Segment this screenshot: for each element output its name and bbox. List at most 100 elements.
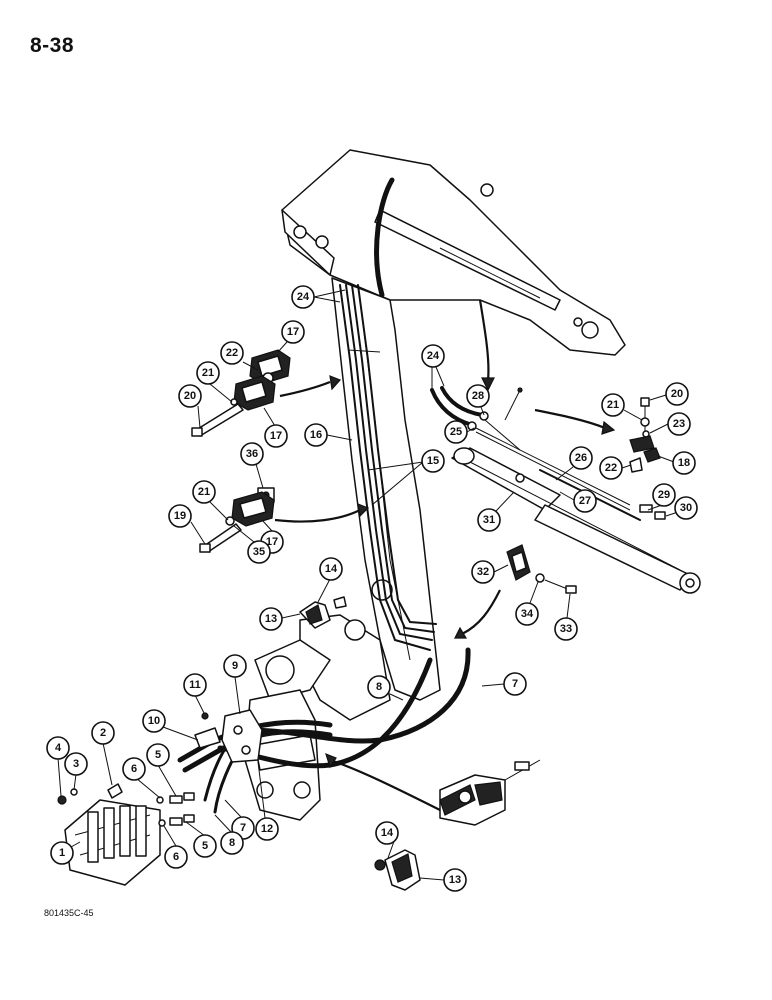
svg-text:7: 7 <box>512 678 518 690</box>
svg-text:5: 5 <box>155 749 161 761</box>
callout-32: 32 <box>471 560 495 584</box>
svg-text:30: 30 <box>680 502 692 514</box>
svg-text:21: 21 <box>607 399 619 411</box>
svg-text:13: 13 <box>449 874 461 886</box>
callout-20-right: 20 <box>665 382 689 406</box>
svg-text:21: 21 <box>198 486 210 498</box>
svg-text:5: 5 <box>202 840 208 852</box>
clamp-set-middle <box>199 487 370 553</box>
callout-17-top: 17 <box>281 320 305 344</box>
svg-text:14: 14 <box>325 563 338 575</box>
svg-text:34: 34 <box>521 608 534 620</box>
callout-21-right: 21 <box>601 393 625 417</box>
boom-cylinder <box>451 419 701 594</box>
callout-16: 16 <box>304 423 328 447</box>
callout-19: 19 <box>168 504 192 528</box>
callout-14-upper: 14 <box>319 557 343 581</box>
callout-4: 4 <box>46 736 70 760</box>
svg-text:20: 20 <box>184 390 196 402</box>
svg-text:28: 28 <box>472 390 484 402</box>
svg-text:6: 6 <box>131 763 137 775</box>
callout-3: 3 <box>64 752 88 776</box>
svg-text:22: 22 <box>226 347 238 359</box>
callout-14-lower: 14 <box>375 821 399 845</box>
svg-text:12: 12 <box>261 823 273 835</box>
callout-20-left: 20 <box>178 384 202 408</box>
callout-21-mid: 21 <box>192 480 216 504</box>
manifold-block <box>194 709 263 763</box>
callout-15: 15 <box>421 449 445 473</box>
svg-text:8: 8 <box>229 837 235 849</box>
callout-29: 29 <box>652 483 676 507</box>
callout-7-right: 7 <box>503 672 527 696</box>
callout-13-upper: 13 <box>259 607 283 631</box>
callout-11: 11 <box>183 673 207 697</box>
svg-text:21: 21 <box>202 367 214 379</box>
callout-17-mid: 17 <box>264 424 288 448</box>
callout-23: 23 <box>667 412 691 436</box>
page-number: 8-38 <box>30 34 75 57</box>
callout-31: 31 <box>477 508 501 532</box>
svg-text:4: 4 <box>55 742 62 754</box>
right-hoses-24 <box>430 299 666 520</box>
svg-text:36: 36 <box>246 448 258 460</box>
svg-text:11: 11 <box>189 679 201 691</box>
svg-text:33: 33 <box>560 623 572 635</box>
svg-text:17: 17 <box>270 430 282 442</box>
svg-text:19: 19 <box>174 510 186 522</box>
svg-text:8: 8 <box>376 681 382 693</box>
svg-text:6: 6 <box>173 851 179 863</box>
svg-text:23: 23 <box>673 418 685 430</box>
svg-text:3: 3 <box>73 758 79 770</box>
svg-text:20: 20 <box>671 388 683 400</box>
svg-text:9: 9 <box>232 660 238 672</box>
svg-text:1: 1 <box>59 847 65 859</box>
clamp-set-upper <box>191 349 342 437</box>
callout-6-lower: 6 <box>164 845 188 869</box>
callout-24-left: 24 <box>291 285 315 309</box>
figure-code: 801435C-45 <box>44 908 94 918</box>
callout-26: 26 <box>569 446 593 470</box>
svg-text:26: 26 <box>575 452 587 464</box>
callout-24-right: 24 <box>421 344 445 368</box>
callout-12: 12 <box>255 817 279 841</box>
lower-clamp-assembly <box>325 752 541 891</box>
callout-27: 27 <box>573 489 597 513</box>
callout-35: 35 <box>247 540 271 564</box>
callout-5-lower: 5 <box>193 834 217 858</box>
callout-21-upper: 21 <box>196 361 220 385</box>
callout-22-left: 22 <box>220 341 244 365</box>
svg-text:2: 2 <box>100 727 106 739</box>
callout-10: 10 <box>142 709 166 733</box>
svg-text:14: 14 <box>381 827 394 839</box>
svg-text:22: 22 <box>605 462 617 474</box>
callout-5-upper: 5 <box>146 743 170 767</box>
svg-text:24: 24 <box>297 291 310 303</box>
callout-6-upper: 6 <box>122 757 146 781</box>
clamp-set-right <box>534 397 661 473</box>
callout-25: 25 <box>444 420 468 444</box>
svg-text:18: 18 <box>678 457 690 469</box>
svg-text:7: 7 <box>240 822 246 834</box>
svg-text:31: 31 <box>483 514 495 526</box>
callout-36: 36 <box>240 442 264 466</box>
svg-text:17: 17 <box>287 326 299 338</box>
control-valve <box>57 783 161 886</box>
svg-text:24: 24 <box>427 350 440 362</box>
clamp-set-32 <box>454 544 577 639</box>
svg-text:25: 25 <box>450 426 462 438</box>
svg-text:13: 13 <box>265 613 277 625</box>
callout-33: 33 <box>554 617 578 641</box>
callout-34: 34 <box>515 602 539 626</box>
svg-text:16: 16 <box>310 429 322 441</box>
callout-13-lower: 13 <box>443 868 467 892</box>
callout-18: 18 <box>672 451 696 475</box>
callouts: 1 2 3 4 5 5 6 6 7 7 8 8 9 <box>46 285 698 892</box>
svg-text:27: 27 <box>579 495 591 507</box>
fittings-5-6 <box>156 792 195 827</box>
callout-22-right: 22 <box>599 456 623 480</box>
svg-text:15: 15 <box>427 455 439 467</box>
callout-8-mid: 8 <box>367 675 391 699</box>
callout-1: 1 <box>50 841 74 865</box>
